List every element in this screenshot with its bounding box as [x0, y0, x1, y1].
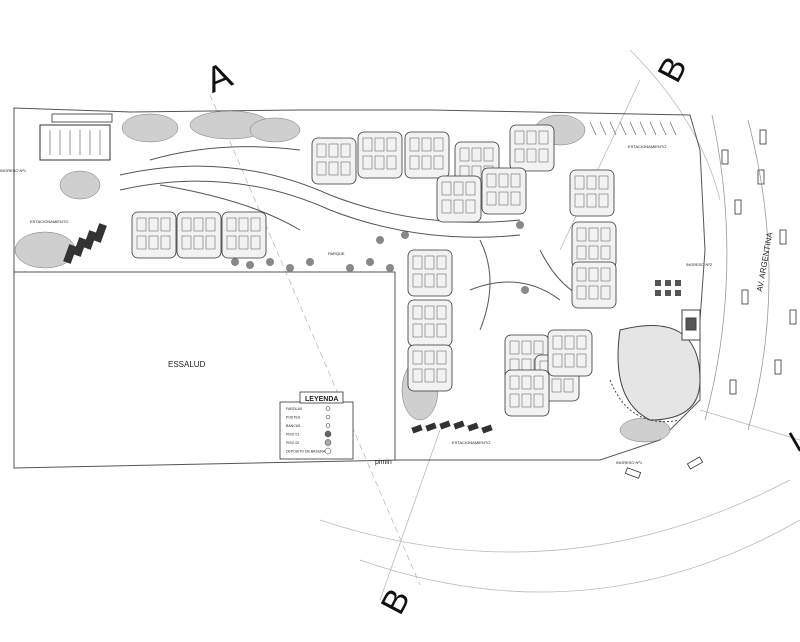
building-block: [407, 249, 453, 297]
legend-items: FAROLAS POSTES BANCAS PISO 01 PISO 02 DEPOSIT…: [286, 406, 332, 455]
legend-item-label: BANCAS: [286, 424, 301, 428]
parking-top-right: [589, 121, 677, 136]
building-block: [481, 167, 527, 215]
legend-title: LEYENDA: [305, 396, 338, 403]
legend-symbol: [325, 414, 331, 420]
building-blocks: [131, 124, 617, 417]
building-block: [547, 329, 593, 377]
section-marker-a: A: [200, 54, 238, 101]
legend: LEYENDA FAROLAS POSTES BANCAS PISO 01 PISO 0…: [279, 391, 354, 460]
plaza-right: [609, 309, 701, 423]
building-block: [221, 211, 267, 259]
building-block: [404, 131, 450, 179]
label-avenue: AV. ARGENTINA: [755, 231, 774, 292]
legend-item-label: PISO 01: [286, 433, 299, 437]
section-marker-right: I: [784, 426, 800, 459]
parking-left: [39, 113, 113, 264]
building-block: [504, 369, 550, 417]
section-marker-b-top: B: [651, 51, 695, 89]
label-parque: PARQUE: [328, 251, 345, 256]
legend-symbol: [324, 439, 332, 446]
legend-item-label: PISO 02: [286, 441, 299, 445]
label-ingreso-2: INGRESO Nº2: [686, 262, 713, 267]
legend-item-label: POSTES: [286, 416, 301, 420]
building-block: [407, 344, 453, 392]
legend-symbol: [324, 430, 332, 438]
label-ingreso-1: INGRESO Nº1: [0, 168, 27, 173]
label-essalud: ESSALUD: [168, 360, 206, 369]
building-block: [569, 169, 615, 217]
section-marker-b-bottom: B: [374, 583, 418, 621]
palm-trees: [231, 221, 529, 294]
avenue-curbs: [704, 114, 770, 431]
label-estacionamiento-left: ESTACIONAMIENTO: [30, 219, 68, 224]
label-pmin: pimin: [375, 459, 392, 466]
building-block: [357, 131, 403, 179]
building-block: [311, 137, 357, 185]
building-block: [509, 124, 555, 172]
building-block: [176, 211, 222, 259]
legend-symbol: [324, 447, 332, 455]
site-boundary: [13, 107, 706, 469]
legend-symbol: [325, 423, 331, 428]
building-block: [407, 299, 453, 347]
building-block: [131, 211, 177, 259]
legend-item-label: FAROLAS: [286, 407, 303, 411]
label-estacionamiento-bottom: ESTACIONAMIENTO: [452, 440, 490, 445]
legend-item-label: DEPOSITO DE BASURA: [286, 450, 326, 454]
building-block: [571, 261, 617, 309]
building-block: [436, 175, 482, 223]
building-block: [571, 221, 617, 269]
avenue-cars: [624, 129, 797, 479]
parking-right: [655, 280, 681, 296]
section-lines: [209, 49, 800, 601]
parking-bottom: [411, 420, 493, 434]
legend-symbol: [325, 406, 331, 411]
label-estacionamiento-top: ESTACIONAMIENTO: [628, 144, 666, 149]
label-ingreso-3: INGRESO Nº1: [616, 460, 643, 465]
vegetation: [14, 110, 671, 443]
